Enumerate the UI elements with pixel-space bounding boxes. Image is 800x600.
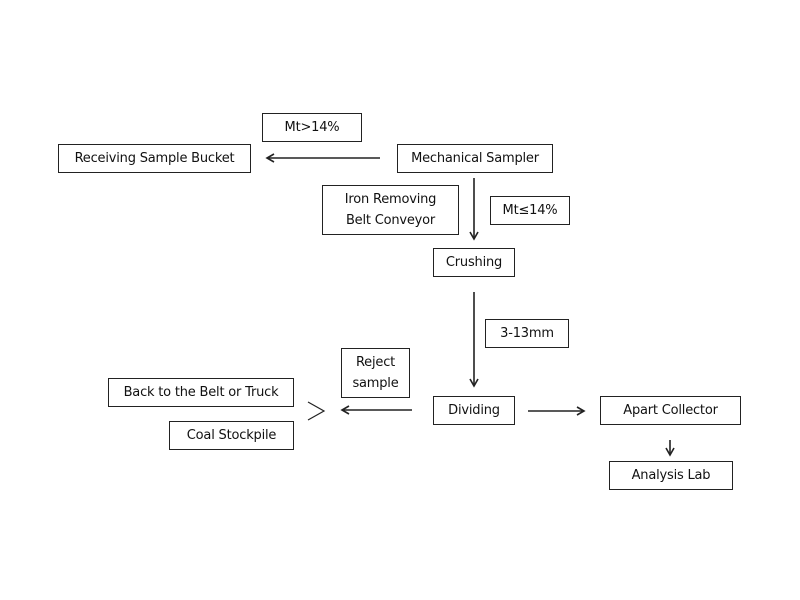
node-receiving-sample-bucket-text: Receiving Sample Bucket xyxy=(74,151,235,166)
split-chevron xyxy=(307,401,326,421)
node-analysis-lab-text: Analysis Lab xyxy=(631,468,711,483)
node-apart-collector-text: Apart Collector xyxy=(623,403,718,418)
node-mechanical-sampler: Mechanical Sampler xyxy=(397,144,553,173)
label-mt-greater-14-text: Mt>14% xyxy=(284,120,340,135)
label-mt-greater-14: Mt>14% xyxy=(262,113,362,142)
node-crushing: Crushing xyxy=(433,248,515,277)
label-reject-sample: Reject sample xyxy=(341,348,410,398)
label-reject-sample-line1: Reject xyxy=(355,355,396,370)
label-mt-less-equal-14: Mt≤14% xyxy=(490,196,570,225)
node-coal-stockpile-text: Coal Stockpile xyxy=(186,428,277,443)
node-dividing-text: Dividing xyxy=(448,403,500,418)
label-reject-sample-line2: sample xyxy=(352,376,399,391)
node-analysis-lab: Analysis Lab xyxy=(609,461,733,490)
label-mt-less-equal-14-text: Mt≤14% xyxy=(502,203,558,218)
node-back-to-belt-or-truck-text: Back to the Belt or Truck xyxy=(123,385,279,400)
node-apart-collector: Apart Collector xyxy=(600,396,741,425)
node-iron-removing-line1: Iron Removing xyxy=(344,192,437,207)
node-back-to-belt-or-truck: Back to the Belt or Truck xyxy=(108,378,294,407)
node-mechanical-sampler-text: Mechanical Sampler xyxy=(411,151,539,166)
label-size-range-text: 3-13mm xyxy=(500,326,554,341)
node-iron-removing-belt-conveyor: Iron Removing Belt Conveyor xyxy=(322,185,459,235)
node-iron-removing-line2: Belt Conveyor xyxy=(345,213,436,228)
label-size-range: 3-13mm xyxy=(485,319,569,348)
node-coal-stockpile: Coal Stockpile xyxy=(169,421,294,450)
node-receiving-sample-bucket: Receiving Sample Bucket xyxy=(58,144,251,173)
node-crushing-text: Crushing xyxy=(445,255,503,270)
node-dividing: Dividing xyxy=(433,396,515,425)
